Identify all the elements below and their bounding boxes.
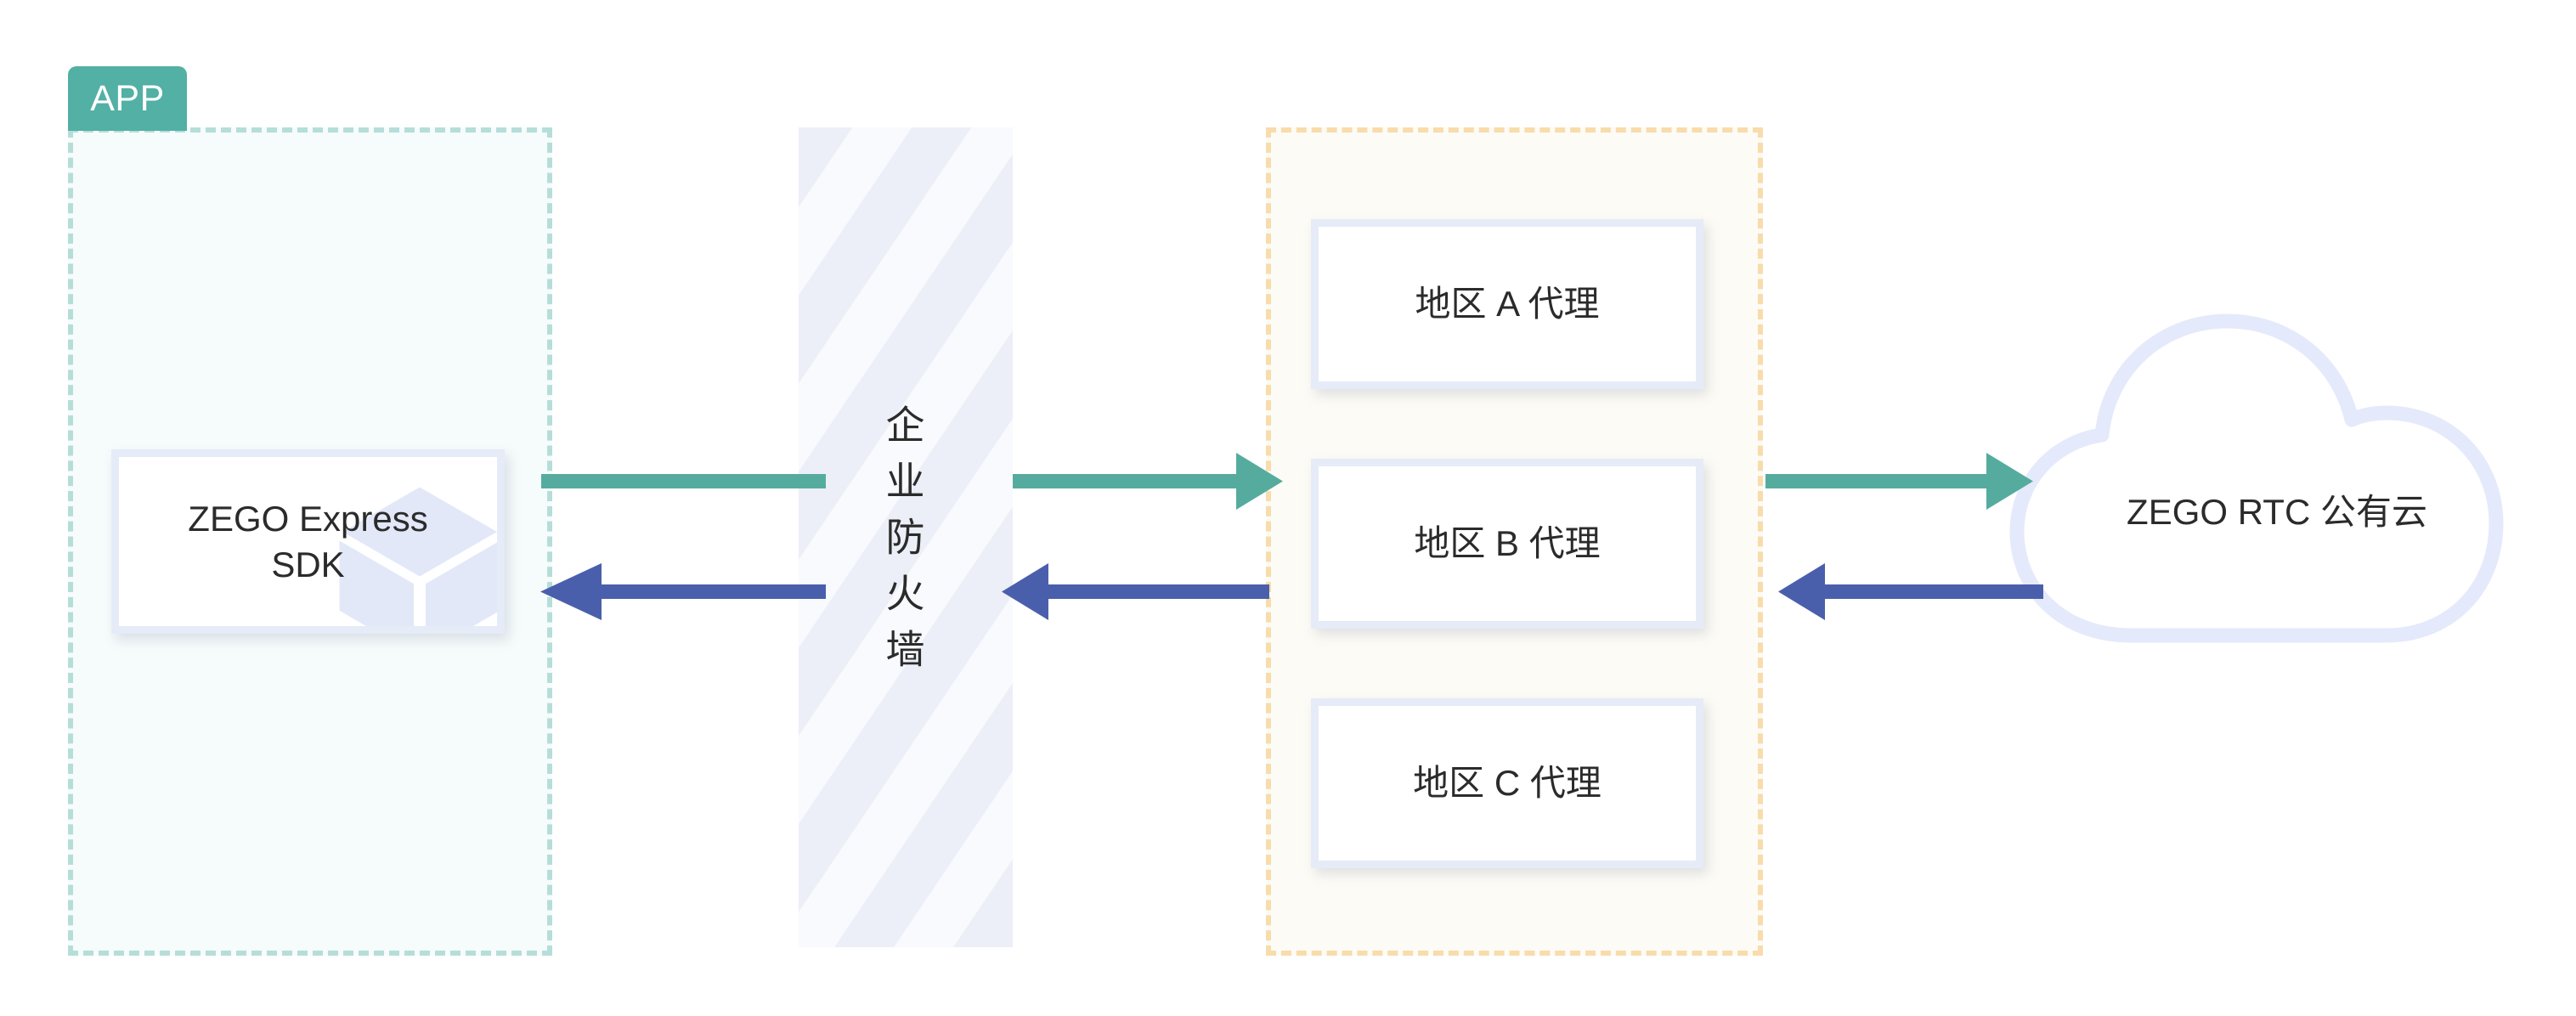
proxy-card-region-b[interactable]: 地区 B 代理 <box>1311 459 1703 629</box>
firewall-char-3: 防 <box>885 515 926 560</box>
arrow-sdk-to-firewall-upstream <box>541 474 826 488</box>
zego-rtc-public-cloud[interactable]: ZEGO RTC 公有云 <box>2005 313 2549 643</box>
firewall-char-5: 墙 <box>885 627 926 672</box>
firewall-char-1: 企 <box>885 402 926 447</box>
sdk-card-label: ZEGO Express SDK <box>188 498 428 584</box>
enterprise-firewall-band: 企 业 防 火 墙 <box>799 127 1013 947</box>
proxy-card-region-c[interactable]: 地区 C 代理 <box>1311 698 1703 868</box>
arrow-proxy-to-firewall-downstream <box>1002 563 1269 620</box>
arrow-firewall-to-proxy-upstream <box>1013 453 1283 510</box>
firewall-char-2: 业 <box>885 459 926 504</box>
firewall-char-4: 火 <box>885 571 926 616</box>
arrow-firewall-to-sdk-downstream <box>540 563 826 620</box>
cloud-shape-icon <box>2009 313 2504 643</box>
app-zone-tab-label: APP <box>90 77 165 119</box>
proxy-card-label: 地区 B 代理 <box>1414 523 1601 563</box>
arrow-proxy-to-cloud-upstream <box>1765 453 2033 510</box>
firewall-label: 企 业 防 火 墙 <box>799 397 1013 678</box>
proxy-card-region-a[interactable]: 地区 A 代理 <box>1311 219 1703 389</box>
arrow-cloud-to-proxy-downstream <box>1778 563 2043 620</box>
app-zone-tab: APP <box>68 66 187 131</box>
proxy-card-label: 地区 A 代理 <box>1415 284 1600 324</box>
zego-express-sdk-card[interactable]: ZEGO Express SDK <box>111 449 505 634</box>
proxy-card-label: 地区 C 代理 <box>1413 763 1602 803</box>
